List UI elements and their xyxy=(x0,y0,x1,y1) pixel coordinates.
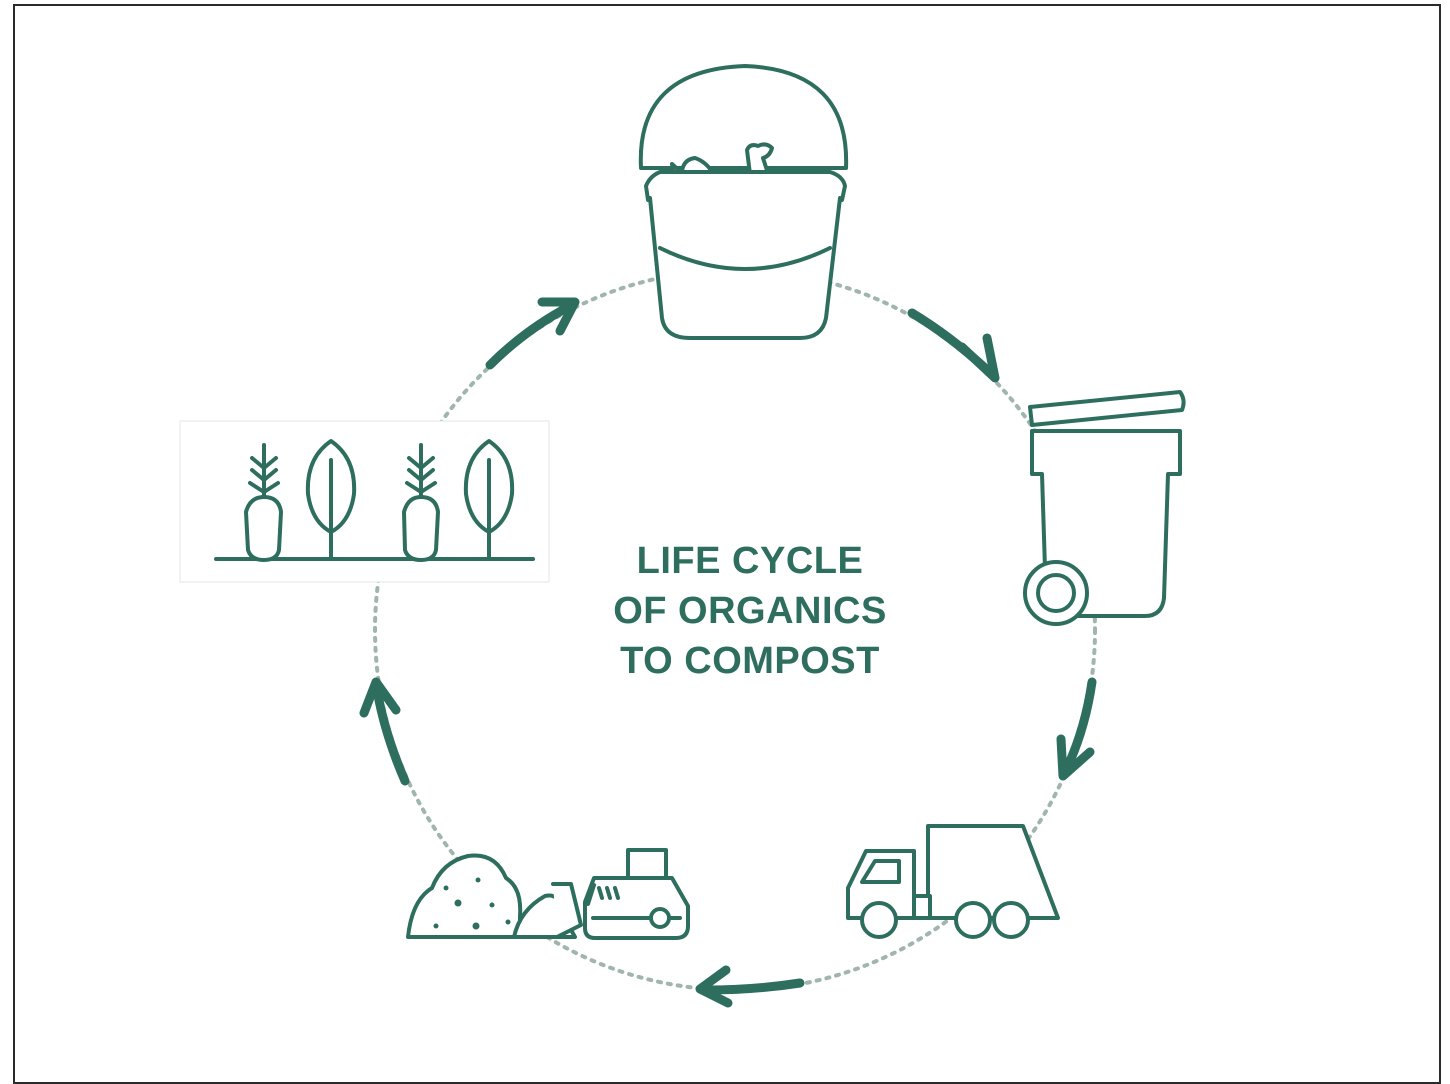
arrow-compost-to-garden xyxy=(359,677,410,786)
cycle-path xyxy=(373,268,1097,992)
green-cart-icon xyxy=(1023,390,1186,626)
title-line-2: OF ORGANICS xyxy=(613,590,887,632)
arrow-bucket-to-cart xyxy=(907,308,1000,383)
compost-dots xyxy=(433,877,511,930)
arrow-garden-to-bucket xyxy=(485,297,580,370)
arrow-cart-to-truck xyxy=(1056,677,1097,781)
title-line-3: TO COMPOST xyxy=(620,640,880,682)
title-line-1: LIFE CYCLE xyxy=(636,540,864,582)
compost-pile-bulldozer-icon xyxy=(406,848,690,940)
garden-vegetables-icon xyxy=(214,439,535,562)
arrow-truck-to-compost xyxy=(695,965,805,1008)
collection-truck-icon xyxy=(846,824,1060,939)
food-scrap-bucket-icon xyxy=(638,64,849,340)
diagram-title: LIFE CYCLE OF ORGANICS TO COMPOST xyxy=(560,536,940,686)
cycle-arrows xyxy=(359,297,1097,1008)
